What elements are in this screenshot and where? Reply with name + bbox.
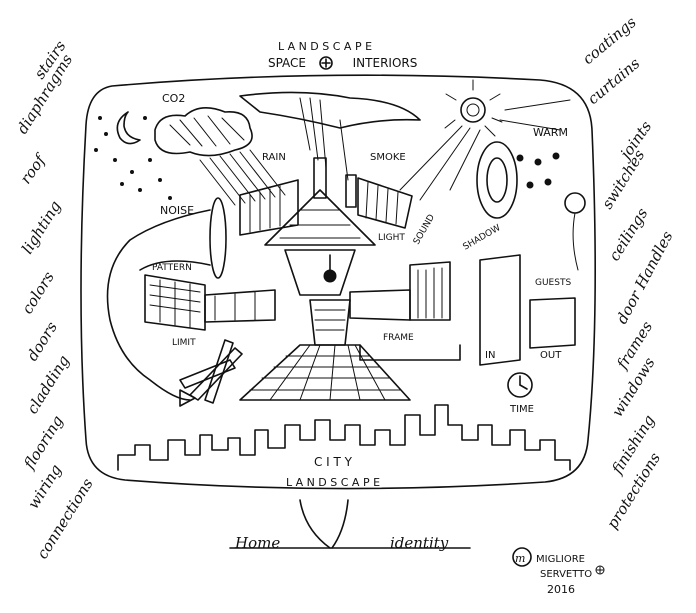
label-landscape-bottom: L A N D S C A P E <box>286 476 380 489</box>
label-out: OUT <box>540 350 562 361</box>
smoke-hatching <box>299 97 349 181</box>
base-word-home: Home <box>234 534 280 552</box>
music-notes-icon <box>516 152 560 189</box>
signature-year: 2016 <box>547 583 575 596</box>
sun-rays <box>399 99 571 201</box>
signature-monogram: m <box>512 547 532 567</box>
label-guests: GUESTS <box>535 278 571 288</box>
trumpet-icon <box>106 197 227 407</box>
subtitle-space: SPACE <box>268 56 306 70</box>
left-word-cladding: cladding <box>23 352 73 417</box>
balloon-icon <box>564 192 586 271</box>
signature-line2: SERVETTO <box>540 569 592 580</box>
label-rain: RAIN <box>262 152 286 163</box>
cloud-hatching <box>169 115 245 147</box>
label-sound: SOUND <box>412 213 437 247</box>
right-building-panel <box>357 177 413 229</box>
label-pattern: PATTERN <box>152 263 192 273</box>
signature-line1: MIGLIORE <box>536 554 585 565</box>
left-word-lighting: lighting <box>18 198 65 258</box>
pattern-panel <box>144 274 206 331</box>
label-in: IN <box>485 350 495 361</box>
sun-icon <box>444 79 503 137</box>
signature: m MIGLIORE SERVETTO 2016 <box>512 547 605 596</box>
label-warm: WARM <box>533 126 568 139</box>
left-building-panel <box>239 179 299 236</box>
right-word-ceilings: ceilings <box>605 205 651 265</box>
left-band <box>204 289 276 323</box>
left-word-colors: colors <box>18 268 58 317</box>
left-word-flooring: flooring <box>20 412 67 473</box>
frame-pipe <box>359 344 461 361</box>
left-word-list: stairs diaphragms roof lighting colors d… <box>13 37 97 562</box>
chimney-right <box>345 174 357 208</box>
label-shadow: SHADOW <box>462 223 503 252</box>
left-word-roof: roof <box>17 150 51 188</box>
central-house <box>264 189 376 346</box>
co2-cloud <box>154 107 253 157</box>
right-word-list: coatings curtains joints switches ceilin… <box>579 13 677 532</box>
floor-grid <box>239 344 411 401</box>
screen-frame <box>80 74 596 490</box>
rain-lines <box>199 149 286 206</box>
label-frame: FRAME <box>383 333 414 343</box>
door-panels <box>479 254 576 366</box>
stand-left <box>299 499 331 549</box>
label-time: TIME <box>509 404 534 415</box>
title-landscape: L A N D S C A P E <box>278 40 372 53</box>
speaker-icon <box>476 141 518 219</box>
smoke-plume <box>239 91 421 129</box>
label-city: C I T Y <box>314 455 353 469</box>
label-light: LIGHT <box>378 233 405 243</box>
base-word-identity: identity <box>390 534 449 552</box>
right-band <box>349 261 451 321</box>
svg-text:m: m <box>515 552 525 565</box>
city-skyline <box>117 404 571 471</box>
label-noise: NOISE <box>160 204 194 217</box>
subtitle-interiors: INTERIORS <box>353 56 418 70</box>
label-limit: LIMIT <box>172 338 196 348</box>
color-swatches-icon <box>179 339 243 404</box>
plus-circle-icon <box>319 56 333 70</box>
plus-circle-icon-small <box>595 565 605 575</box>
label-smoke: SMOKE <box>370 152 406 163</box>
moon-icon <box>116 111 141 145</box>
label-co2: CO2 <box>162 92 185 105</box>
stand-right <box>331 499 349 549</box>
stars <box>94 116 172 200</box>
chimney-left <box>313 157 327 199</box>
clock-icon <box>507 372 533 398</box>
